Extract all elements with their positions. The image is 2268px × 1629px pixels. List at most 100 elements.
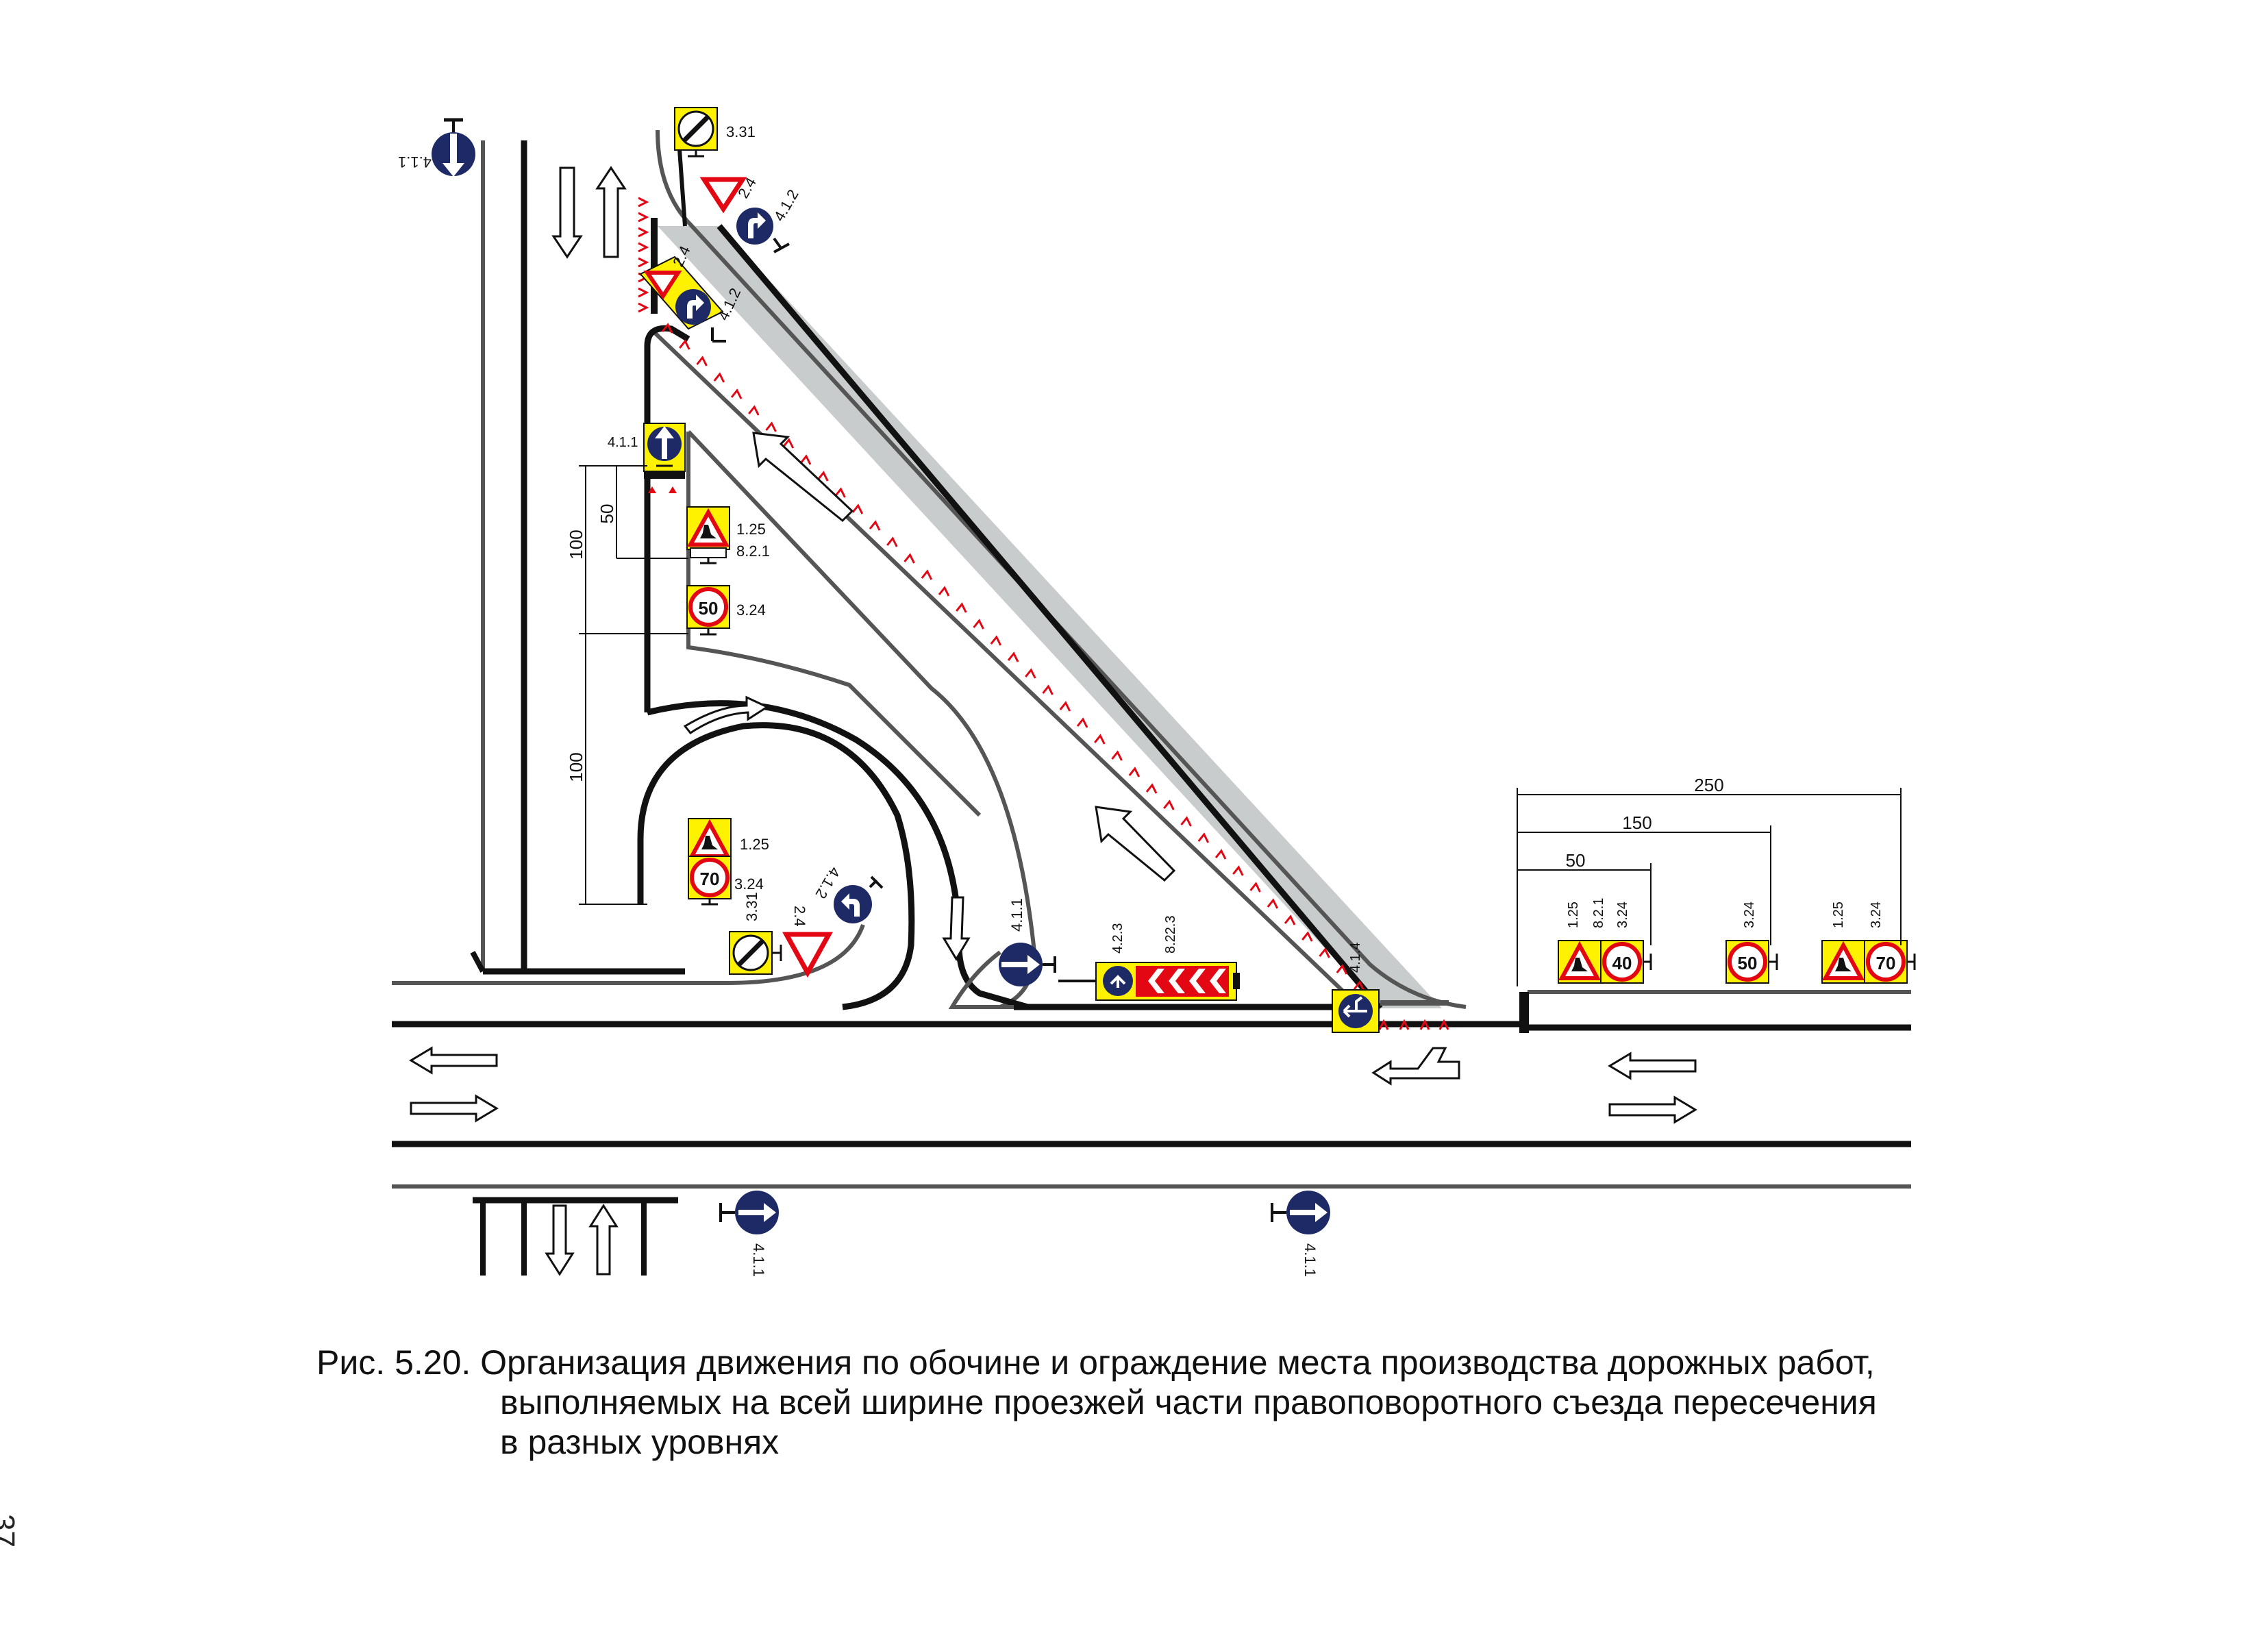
road-works-icon	[701, 836, 718, 849]
arrow-up-icon-bottom	[588, 1204, 619, 1276]
sign-423-8223: 4.2.3 8.22.3	[1058, 915, 1240, 1001]
cone-mark	[1197, 832, 1210, 843]
svg-text:70: 70	[1876, 953, 1896, 973]
cone-mark	[973, 619, 984, 630]
cone-mark	[904, 553, 915, 564]
dim-150: 150	[1622, 812, 1652, 833]
arrow-curve-right-icon	[683, 695, 770, 735]
arrow-split-icon	[1110, 975, 1126, 988]
cone-mark	[1267, 898, 1279, 909]
cone-mark	[696, 356, 708, 366]
cone-mark	[1145, 783, 1158, 794]
cone-mark	[921, 569, 933, 580]
arrow-turn-right-icon	[748, 212, 766, 238]
svg-text:4.2.3: 4.2.3	[1110, 923, 1125, 954]
barrier-ramp-end	[1380, 1000, 1449, 1006]
cone-mark	[1128, 767, 1141, 778]
sign-right-324-50: 50 3.24	[1725, 901, 1778, 984]
sign-24-top: 2.4	[699, 175, 760, 214]
svg-text:4.1.1: 4.1.1	[750, 1243, 767, 1277]
arrow-down-icon-bottom	[545, 1204, 575, 1276]
cone-mark	[886, 536, 898, 547]
sign-411-top: 4.1.1	[398, 118, 475, 177]
cone-mark	[730, 388, 743, 399]
sign-411-bottom-2: 4.1.1	[1271, 1191, 1330, 1277]
cone-mark	[782, 438, 795, 449]
cone-mark	[1025, 668, 1036, 679]
sign-right-125-821-324: 40 1.25 8.2.1 3.24	[1558, 898, 1652, 984]
arrow-up-left-icon	[752, 432, 854, 523]
svg-text:50: 50	[699, 598, 719, 619]
svg-text:8.2.1: 8.2.1	[736, 543, 770, 560]
dim-100-lower: 100	[566, 752, 586, 782]
sign-331-24-loop: 3.31 2.4	[729, 892, 833, 978]
cone-mark	[638, 287, 649, 298]
cones-top-gate	[638, 197, 1449, 1030]
cone-mark	[869, 520, 881, 531]
svg-text:3.24: 3.24	[1869, 901, 1884, 928]
svg-text:1.25: 1.25	[1566, 901, 1581, 928]
arrow-left-icon-right	[1608, 1052, 1697, 1080]
svg-text:3.24: 3.24	[1615, 901, 1630, 928]
svg-text:4.1.4: 4.1.4	[1348, 943, 1363, 973]
svg-text:4.1.1: 4.1.1	[1301, 1243, 1319, 1277]
cone-mark	[990, 635, 1002, 646]
ramp-lines	[652, 129, 1467, 1012]
arrow-right-icon	[738, 1203, 776, 1222]
arrow-right-icon	[410, 1094, 499, 1123]
cone-mark	[1438, 1019, 1449, 1030]
svg-text:3.24: 3.24	[734, 875, 764, 893]
svg-text:8.2.1: 8.2.1	[1591, 898, 1606, 928]
caption-line-3: в разных уровнях	[500, 1423, 780, 1461]
arrow-right-icon-right	[1608, 1095, 1697, 1124]
caption-line-1: Рис. 5.20. Организация движения по обочи…	[316, 1343, 1875, 1382]
sign-411-ramp: 4.1.1	[999, 898, 1056, 986]
arrow-up-icon	[655, 426, 674, 459]
cone-mark	[1399, 1019, 1410, 1030]
cone-mark	[661, 323, 673, 334]
svg-text:3.31: 3.31	[726, 123, 756, 140]
cone-mark	[1180, 816, 1192, 827]
sign-414: 4.1.4	[1332, 943, 1380, 1033]
cone-mark	[1007, 651, 1019, 662]
svg-text:3.24: 3.24	[1742, 901, 1757, 928]
arrow-up-icon	[595, 166, 627, 258]
arrow-turn-left-icon	[841, 893, 860, 917]
svg-text:3.31: 3.31	[743, 892, 760, 921]
sign-125-324-loop: 70 1.25 3.24	[688, 818, 769, 906]
chevron-left-icon	[1148, 969, 1226, 993]
dim-100-upper: 100	[566, 530, 586, 559]
svg-text:2.4: 2.4	[791, 906, 808, 927]
cone-mark	[1163, 799, 1175, 810]
sign-331-top: 3.31	[674, 107, 756, 158]
road-works-icon	[1571, 958, 1588, 971]
arrow-down-icon	[551, 166, 583, 259]
cone-mark	[1042, 684, 1054, 695]
cone-mark	[956, 602, 967, 613]
cone-mark	[1232, 865, 1244, 876]
barrier-right	[1519, 992, 1529, 1033]
svg-text:1.25: 1.25	[736, 521, 766, 538]
cone-mark	[851, 503, 864, 514]
sign-412-loop: 4.1.2	[812, 864, 884, 923]
dimensions-right	[1517, 788, 1902, 986]
arrow-straight-left-icon	[1343, 996, 1367, 1018]
cones-left-edge	[661, 323, 1365, 991]
cone-mark	[638, 257, 649, 268]
cone-mark	[638, 197, 649, 208]
cone-mark	[1094, 734, 1106, 745]
road-works-diagram: 4.1.1 3.31 2.4 4.1.2 2.4 4.1.2	[392, 107, 1916, 1277]
svg-text:4.1.1: 4.1.1	[608, 435, 638, 450]
arrow-down-icon	[443, 134, 464, 177]
arrow-left-icon	[409, 1046, 498, 1075]
dim-50-left: 50	[597, 504, 617, 524]
cone-mark	[638, 227, 649, 238]
traffic-island	[644, 325, 1037, 1009]
cone-mark	[1284, 915, 1296, 925]
cone-mark	[938, 586, 950, 597]
traffic-arrows	[409, 166, 1697, 1276]
svg-text:8.22.3: 8.22.3	[1163, 915, 1178, 954]
figure-caption: Рис. 5.20. Организация движения по обочи…	[316, 1343, 2166, 1462]
cone-mark	[1076, 717, 1088, 728]
main-road	[392, 923, 1911, 1189]
